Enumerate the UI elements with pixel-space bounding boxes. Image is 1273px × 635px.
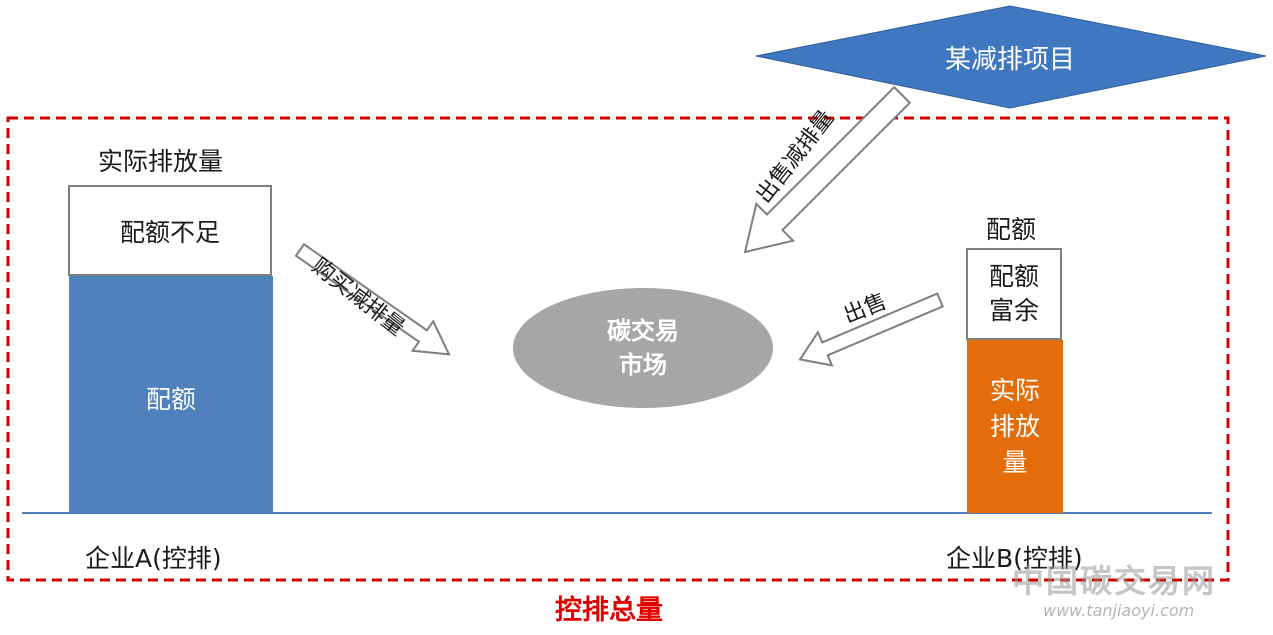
watermark-title: 中国碳交易网 — [1012, 562, 1217, 600]
company-a-shortfall-label: 配额不足 — [119, 217, 220, 247]
company-b-name: 企业B(控排) — [946, 544, 1083, 573]
company-b-quota-label: 配额 — [986, 215, 1037, 244]
total-boundary — [6, 116, 1230, 582]
company-b-emission-label: 实际 排放 量 — [989, 375, 1040, 477]
company-a-emission-label: 实际排放量 — [98, 147, 224, 176]
watermark-url: www.tanjiaoyi.com — [1043, 601, 1195, 620]
company-a-name: 企业A(控排) — [85, 544, 222, 573]
market-label: 碳交易 市场 — [607, 317, 679, 379]
total-emission-label: 控排总量 — [555, 595, 663, 626]
company-a-quota-label: 配额 — [145, 384, 196, 414]
company-b-surplus-box: 配额 富余 — [966, 248, 1062, 340]
sell-project-arrow — [743, 85, 912, 254]
company-a-shortfall-box: 配额不足 — [68, 185, 272, 276]
company-a-quota-bar: 配额 — [69, 276, 273, 513]
project-diamond — [755, 5, 1267, 109]
market-ellipse — [513, 288, 773, 408]
company-b-surplus-label: 配额 富余 — [988, 262, 1039, 325]
project-label: 某减排项目 — [944, 44, 1075, 75]
sell-b-arrow — [798, 292, 945, 367]
buy-arrow — [294, 242, 451, 356]
company-b-emission-bar: 实际 排放 量 — [967, 340, 1063, 513]
